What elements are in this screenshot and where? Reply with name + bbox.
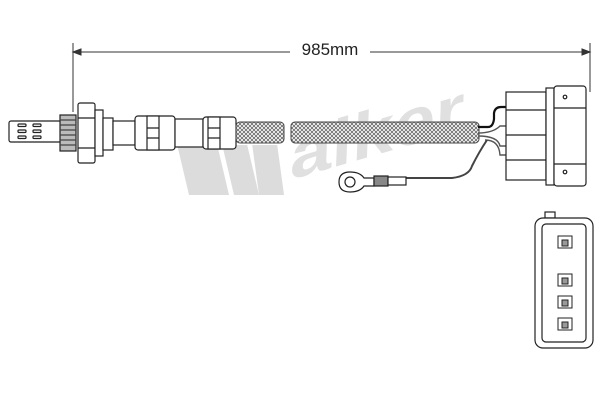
connector-wires [406, 105, 507, 179]
sensor-body [112, 115, 237, 151]
sensor-thread [59, 114, 77, 152]
hex-nut [77, 102, 114, 164]
length-dimension-label: 985mm [290, 40, 370, 60]
braided-cable [235, 121, 480, 144]
connector-front [534, 211, 594, 349]
sensor-tip [8, 120, 62, 143]
ground-ring-terminal [338, 171, 407, 193]
connector-side [505, 85, 587, 187]
